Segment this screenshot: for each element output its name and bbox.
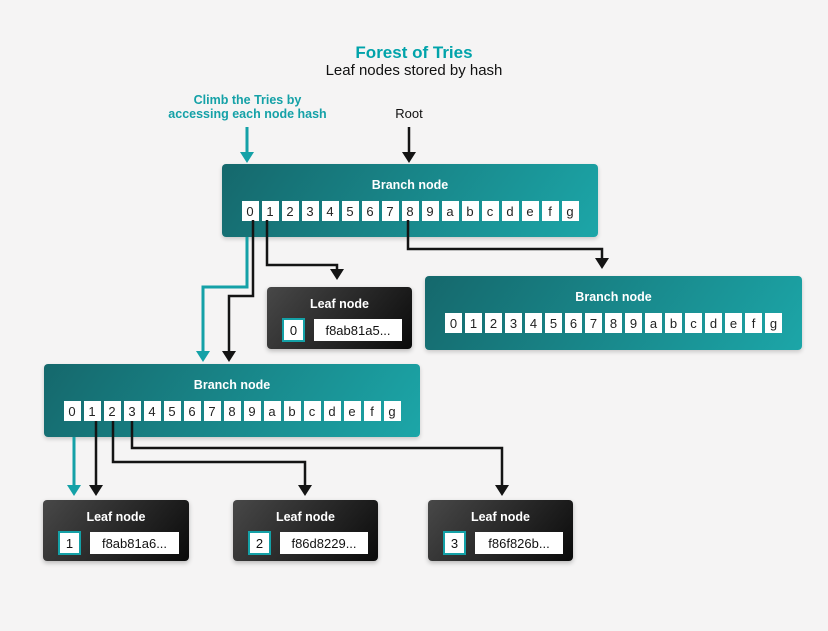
branch-node-left: Branch node 0 1 2 3 4 5 6 7 8 9 a b c d … bbox=[44, 364, 420, 437]
branch-cell: g bbox=[765, 313, 782, 333]
branch-cell: 4 bbox=[321, 201, 339, 221]
arrow-root-cell0 bbox=[222, 220, 255, 362]
branch-cell: b bbox=[283, 401, 301, 421]
branch-cell: 6 bbox=[565, 313, 582, 333]
leaf-row: 0 f8ab81a5... bbox=[267, 318, 412, 342]
branch-cell: 0 bbox=[63, 401, 81, 421]
branch-cell: 1 bbox=[465, 313, 482, 333]
leaf-node-0: Leaf node 0 f8ab81a5... bbox=[267, 287, 412, 349]
climb-annotation-line1: Climb the Tries by bbox=[193, 93, 302, 107]
branch-cell: 7 bbox=[203, 401, 221, 421]
branch-cell: 9 bbox=[625, 313, 642, 333]
branch-cell: f bbox=[541, 201, 559, 221]
branch-cell: 8 bbox=[401, 201, 419, 221]
branch-cell: 7 bbox=[381, 201, 399, 221]
branch-cell: 9 bbox=[243, 401, 261, 421]
branch-cell: c bbox=[481, 201, 499, 221]
page-title: Forest of Tries bbox=[355, 43, 473, 62]
branch-cell: c bbox=[303, 401, 321, 421]
branch-cell: 8 bbox=[605, 313, 622, 333]
branch-cell: 5 bbox=[163, 401, 181, 421]
branch-cell: e bbox=[343, 401, 361, 421]
root-arrow bbox=[402, 127, 416, 163]
branch-cell: g bbox=[383, 401, 401, 421]
leaf-row: 1 f8ab81a6... bbox=[43, 531, 189, 555]
branch-cell: 4 bbox=[143, 401, 161, 421]
leaf-node-1: Leaf node 1 f8ab81a6... bbox=[43, 500, 189, 561]
branch-cell: 2 bbox=[281, 201, 299, 221]
branch-cell: 6 bbox=[361, 201, 379, 221]
branch-cell: b bbox=[461, 201, 479, 221]
leaf-hash-value: f86d8229... bbox=[280, 532, 368, 554]
leaf-row: 3 f86f826b... bbox=[428, 531, 573, 555]
branch-cell: c bbox=[685, 313, 702, 333]
arrow-root-cell0-teal bbox=[196, 237, 249, 362]
branch-cell: f bbox=[745, 313, 762, 333]
branch-cell: g bbox=[561, 201, 579, 221]
leaf-node-title: Leaf node bbox=[86, 510, 146, 524]
branch-cell-row: 0 1 2 3 4 5 6 7 8 9 a b c d e f g bbox=[222, 201, 598, 221]
branch-cell: 5 bbox=[341, 201, 359, 221]
branch-node-title: Branch node bbox=[575, 290, 652, 304]
branch-cell: a bbox=[441, 201, 459, 221]
branch-node-right: Branch node 0 1 2 3 4 5 6 7 8 9 a b c d … bbox=[425, 276, 802, 350]
branch-cell: a bbox=[263, 401, 281, 421]
leaf-index-cell: 0 bbox=[282, 318, 305, 342]
climb-annotation-line2: accessing each node hash bbox=[168, 107, 327, 121]
branch-cell: 3 bbox=[123, 401, 141, 421]
leaf-index-cell: 3 bbox=[443, 531, 466, 555]
branch-cell: 1 bbox=[83, 401, 101, 421]
leaf-index-cell: 1 bbox=[58, 531, 81, 555]
leaf-row: 2 f86d8229... bbox=[233, 531, 378, 555]
page-subtitle: Leaf nodes stored by hash bbox=[325, 62, 503, 79]
branch-cell-row: 0 1 2 3 4 5 6 7 8 9 a b c d e f g bbox=[44, 401, 420, 421]
leaf-hash-value: f8ab81a5... bbox=[314, 319, 402, 341]
root-annotation: Root bbox=[395, 106, 423, 121]
branch-node-title: Branch node bbox=[193, 378, 271, 392]
branch-cell: b bbox=[665, 313, 682, 333]
branch-cell: d bbox=[501, 201, 519, 221]
leaf-node-2: Leaf node 2 f86d8229... bbox=[233, 500, 378, 561]
branch-cell: d bbox=[323, 401, 341, 421]
branch-node-root: Branch node 0 1 2 3 4 5 6 7 8 9 a b c d … bbox=[222, 164, 598, 237]
leaf-node-3: Leaf node 3 f86f826b... bbox=[428, 500, 573, 561]
branch-cell: 5 bbox=[545, 313, 562, 333]
branch-cell: 3 bbox=[301, 201, 319, 221]
branch-cell: e bbox=[521, 201, 539, 221]
branch-cell: 7 bbox=[585, 313, 602, 333]
branch-cell: 2 bbox=[485, 313, 502, 333]
branch-cell: 0 bbox=[445, 313, 462, 333]
leaf-node-title: Leaf node bbox=[470, 510, 531, 524]
branch-cell: 1 bbox=[261, 201, 279, 221]
leaf-hash-value: f86f826b... bbox=[475, 532, 563, 554]
branch-cell: 2 bbox=[103, 401, 121, 421]
leaf-index-cell: 2 bbox=[248, 531, 271, 555]
arrow-left-cell0-teal bbox=[67, 437, 81, 496]
branch-cell: 3 bbox=[505, 313, 522, 333]
branch-cell: f bbox=[363, 401, 381, 421]
branch-cell: d bbox=[705, 313, 722, 333]
branch-cell: 4 bbox=[525, 313, 542, 333]
branch-cell: e bbox=[725, 313, 742, 333]
climb-annotation: Climb the Tries by accessing each node h… bbox=[140, 93, 355, 121]
branch-cell-row: 0 1 2 3 4 5 6 7 8 9 a b c d e f g bbox=[425, 313, 802, 333]
branch-cell: 9 bbox=[421, 201, 439, 221]
leaf-hash-value: f8ab81a6... bbox=[90, 532, 179, 554]
leaf-node-title: Leaf node bbox=[309, 297, 370, 311]
leaf-node-title: Leaf node bbox=[275, 510, 336, 524]
branch-cell: 0 bbox=[241, 201, 259, 221]
branch-cell: a bbox=[645, 313, 662, 333]
branch-cell: 8 bbox=[223, 401, 241, 421]
branch-cell: 6 bbox=[183, 401, 201, 421]
branch-node-title: Branch node bbox=[371, 178, 449, 192]
climb-arrow bbox=[240, 127, 254, 163]
